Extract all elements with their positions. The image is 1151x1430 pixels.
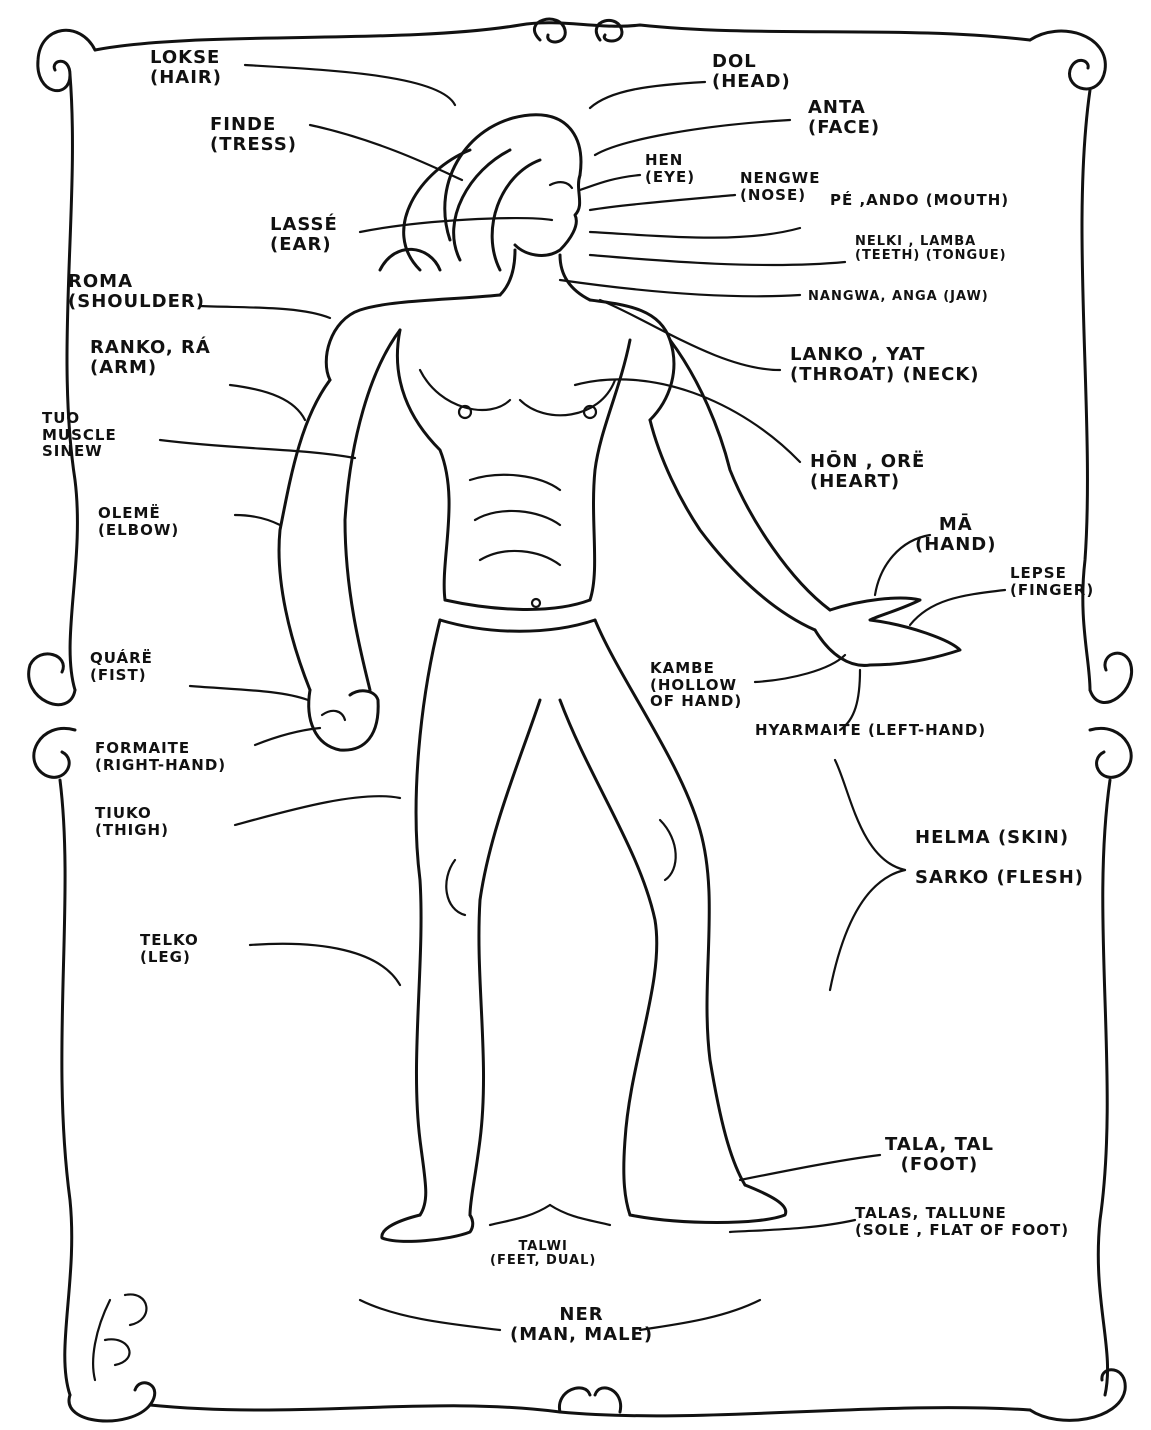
label-left-hand: HYARMAITE (LEFT-HAND) [755,722,986,739]
label-foot: TALA, TAL(FOOT) [885,1135,994,1175]
label-mouth: PÉ ,ANDO (MOUTH) [830,192,1009,209]
label-heart: HŌN , ORË(HEART) [810,452,925,492]
label-thigh: TIUKO(THIGH) [95,805,169,838]
label-eye: HEN(EYE) [645,152,695,185]
label-head: DOL(HEAD) [712,52,791,92]
label-skin: HELMA (SKIN) [915,828,1069,848]
label-teeth-tongue: NELKI , LAMBA(TEETH) (TONGUE) [855,235,1007,264]
label-flesh: SARKO (FLESH) [915,868,1084,888]
label-nose: NENGWE(NOSE) [740,170,820,203]
label-sole: TALAS, TALLUNE(SOLE , FLAT OF FOOT) [855,1205,1069,1238]
label-shoulder: ROMA(SHOULDER) [68,272,205,312]
label-neck: LANKO , YAT(THROAT) (NECK) [790,345,980,385]
label-arm: RANKO, RÁ(ARM) [90,338,211,378]
male-figure [279,115,960,1242]
label-right-hand: FORMAITE(RIGHT-HAND) [95,740,226,773]
label-hand: MĀ(HAND) [915,515,996,555]
label-feet-dual: TALWI(FEET, DUAL) [490,1240,596,1269]
label-leg: TELKO(LEG) [140,932,199,965]
label-elbow: OLEMË(ELBOW) [98,505,179,538]
label-ear: LASSÉ(EAR) [270,215,338,255]
label-man: NER(MAN, MALE) [510,1305,653,1345]
label-hair: LOKSE(HAIR) [150,48,222,88]
label-jaw: NANGWA, ANGA (JAW) [808,290,989,304]
label-tress: FINDE(TRESS) [210,115,297,155]
signature-mark [93,1294,146,1380]
label-fist: QUÁRË(FIST) [90,650,153,683]
label-finger: LEPSE(FINGER) [1010,565,1094,598]
label-face: ANTA(FACE) [808,98,880,138]
